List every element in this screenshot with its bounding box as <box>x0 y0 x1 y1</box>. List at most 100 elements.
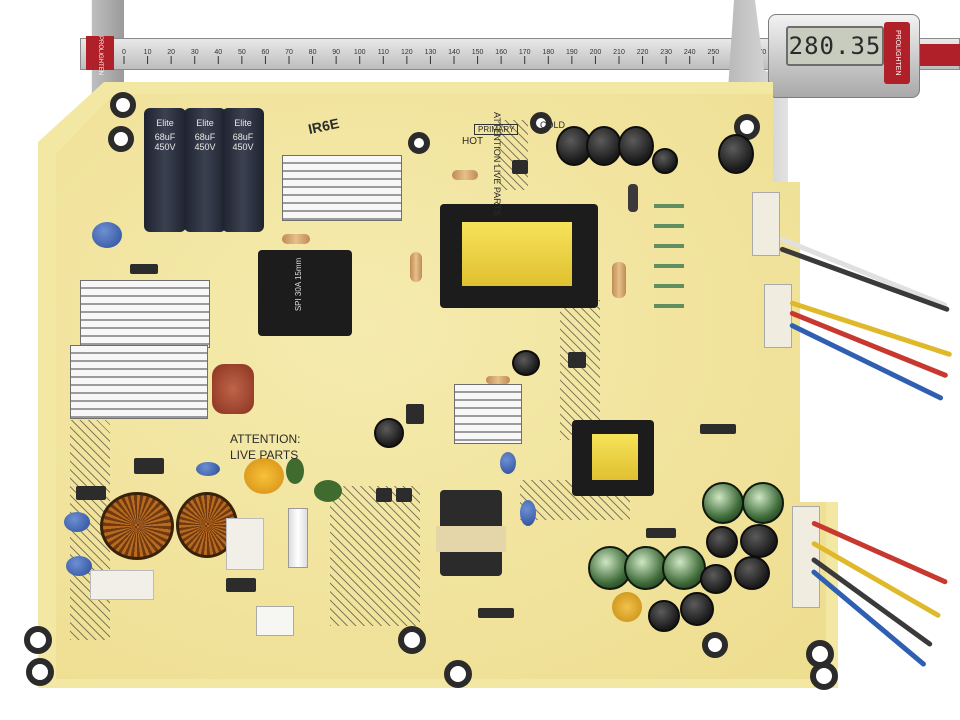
heatsink-left-lower <box>70 345 208 419</box>
capacitor-small <box>706 526 738 558</box>
film-capacitor-green <box>286 458 304 484</box>
mounting-hole <box>530 112 552 134</box>
caliper-tick-label: 240 <box>684 49 696 56</box>
mounting-hole <box>408 132 430 154</box>
heatsink-top <box>282 155 402 221</box>
cold-label: COLD <box>540 120 566 130</box>
capacitor-brand: Elite <box>156 118 174 128</box>
capacitor-small <box>648 600 680 632</box>
electrolytic-capacitor: Elite 68uF 450V <box>222 108 264 232</box>
caliper-tick-label: 60 <box>262 49 270 56</box>
film-capacitor-red <box>212 364 254 414</box>
diode <box>478 608 514 618</box>
caliper-tick-label: 220 <box>637 49 649 56</box>
connector-white <box>752 192 780 256</box>
film-capacitor-green <box>314 480 342 502</box>
caliper-brand-label: PROLIGHTEN <box>884 22 910 84</box>
mounting-hole <box>444 660 472 688</box>
hatch-zone <box>498 120 528 190</box>
caliper-tick-label: 40 <box>214 49 222 56</box>
transformer-core-small <box>592 434 638 480</box>
hatch-zone <box>560 300 600 440</box>
ic-chip <box>568 352 586 368</box>
relay-white <box>90 570 154 600</box>
wire-harness <box>779 246 950 313</box>
resistor <box>452 170 478 180</box>
relay-white <box>226 518 264 570</box>
varistor-yellow <box>244 458 284 494</box>
transformer-label: SPI 30A 15mm <box>294 257 304 312</box>
caliper-tick-label: 190 <box>566 49 578 56</box>
ceramic-capacitor <box>196 462 220 476</box>
caliper-tick-label: 130 <box>425 49 437 56</box>
transformer-core <box>462 222 572 286</box>
capacitor-small <box>700 564 732 594</box>
ceramic-capacitor <box>64 512 90 532</box>
capacitor-rating: 68uF 450V <box>154 132 176 152</box>
caliper-tick-label: 160 <box>495 49 507 56</box>
mounting-hole <box>702 632 728 658</box>
ic-chip <box>396 488 412 502</box>
caliper-tick-label: 20 <box>167 49 175 56</box>
capacitor-output <box>742 482 784 524</box>
caliper-tick-label: 210 <box>613 49 625 56</box>
ceramic-capacitor <box>66 556 92 576</box>
mounting-hole <box>110 92 136 118</box>
caliper-tick-label: 250 <box>707 49 719 56</box>
resistor <box>410 252 422 282</box>
caliper-brand-label-left: PROLIGHTEN <box>86 36 114 75</box>
capacitor-yellow <box>612 592 642 622</box>
primary-label: PRIMARY <box>474 124 519 135</box>
heatsink-left-upper <box>80 280 210 348</box>
ic-chip <box>406 404 424 424</box>
capacitor-small <box>652 148 678 174</box>
electrolytic-capacitor: Elite 68uF 450V <box>144 108 186 232</box>
capacitor-small <box>680 592 714 626</box>
caliper-tick-label: 200 <box>590 49 602 56</box>
diode-row <box>654 194 684 314</box>
mounting-hole <box>398 626 426 654</box>
caliper-tick-label: 10 <box>144 49 152 56</box>
ceramic-capacitor <box>92 222 122 248</box>
caliper-tick-label: 100 <box>354 49 366 56</box>
live-parts-label: LIVE PARTS <box>230 448 299 462</box>
ic-chip <box>134 458 164 474</box>
ic-chip <box>376 488 392 502</box>
capacitor-output <box>662 546 706 590</box>
transformer-standby <box>258 250 352 336</box>
ic-chip <box>512 160 528 174</box>
capacitor-small <box>740 524 778 558</box>
caliper-tick-label: 230 <box>660 49 672 56</box>
mounting-hole <box>24 626 52 654</box>
resistor <box>486 376 510 384</box>
diode <box>700 424 736 434</box>
caliper-tick-label: 70 <box>285 49 293 56</box>
capacitor-brand: Elite <box>234 118 252 128</box>
capacitor-small <box>512 350 540 376</box>
caliper-tick-label: 50 <box>238 49 246 56</box>
capacitor-rating: 68uF 450V <box>194 132 216 152</box>
capacitor-rating: 68uF 450V <box>232 132 254 152</box>
caliper-tick-label: 110 <box>378 49 389 56</box>
mounting-hole <box>734 114 760 140</box>
ceramic-capacitor <box>500 452 516 474</box>
capacitor-brand: Elite <box>196 118 214 128</box>
heatsink-center <box>454 384 522 444</box>
caliper-tick-label: 150 <box>472 49 484 56</box>
diode <box>130 264 158 274</box>
caliper-tick-label: 80 <box>309 49 317 56</box>
attention-label-bottom: ATTENTION: <box>230 432 301 446</box>
caliper-tick-label: 170 <box>519 49 531 56</box>
electrolytic-capacitor: Elite 68uF 450V <box>184 108 226 232</box>
capacitor-small <box>618 126 654 166</box>
resistor <box>612 262 626 298</box>
ic-chip <box>226 578 256 592</box>
wire-harness <box>789 300 953 358</box>
capacitor-small <box>718 134 754 174</box>
capacitor-small <box>586 126 622 166</box>
fuse <box>288 508 308 568</box>
caliper-tick-label: 180 <box>542 49 554 56</box>
resistor <box>282 234 310 244</box>
diode <box>646 528 676 538</box>
